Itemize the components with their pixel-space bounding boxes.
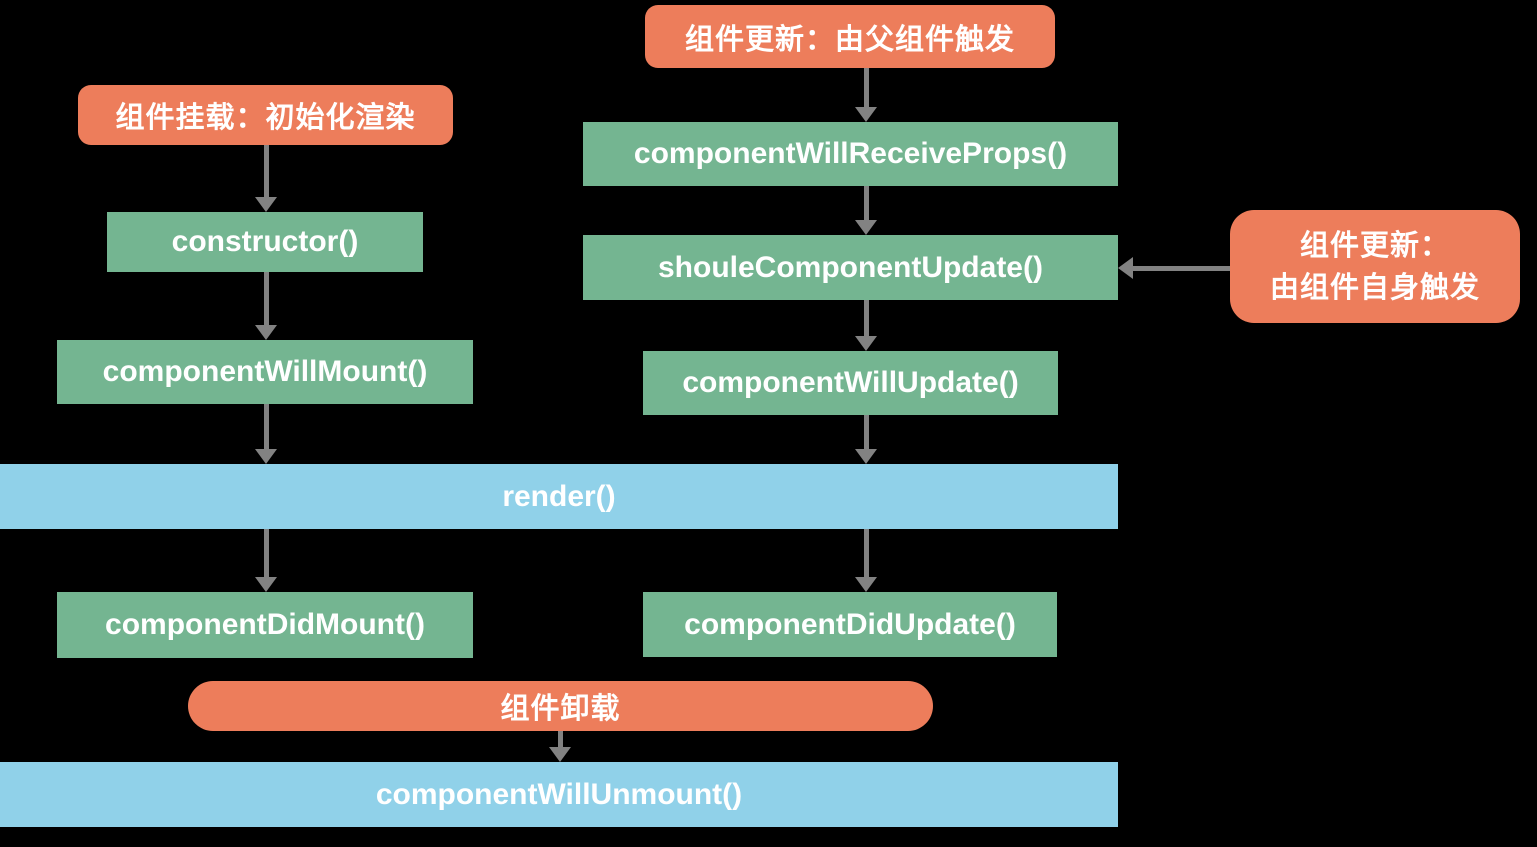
arrow-shaft xyxy=(863,529,869,577)
arrow-shaft xyxy=(263,404,269,449)
arrow-down-icon xyxy=(255,449,277,464)
arrow-down-icon xyxy=(255,577,277,592)
arrow-down-icon xyxy=(255,197,277,212)
arrow-shaft xyxy=(263,145,269,197)
arrow-mount-to-constructor xyxy=(255,145,277,212)
arrow-will-update-to-render xyxy=(855,415,877,464)
arrow-down-icon xyxy=(255,325,277,340)
arrow-update-parent-to-will-receive xyxy=(855,68,877,122)
update-by-self-label-line1: 组件更新： xyxy=(1299,229,1450,262)
arrow-down-icon xyxy=(855,577,877,592)
arrow-down-icon xyxy=(855,336,877,351)
arrow-down-icon xyxy=(855,220,877,235)
arrow-will-mount-to-render xyxy=(255,404,277,464)
arrow-will-receive-to-should-update xyxy=(855,186,877,235)
arrow-down-icon xyxy=(855,107,877,122)
component-did-update-node: componentDidUpdate() xyxy=(643,592,1057,657)
arrow-shaft xyxy=(557,731,563,747)
arrow-render-to-did-mount xyxy=(255,529,277,592)
update-by-self-label: 组件更新： 由组件自身触发 xyxy=(1230,210,1520,323)
arrow-shaft xyxy=(863,68,869,107)
unmount-phase-label: 组件卸载 xyxy=(188,681,933,731)
component-will-mount-node: componentWillMount() xyxy=(57,340,473,404)
arrow-update-self-to-should-update xyxy=(1118,257,1230,279)
component-will-unmount-node: componentWillUnmount() xyxy=(0,762,1118,827)
arrow-left-icon xyxy=(1118,257,1133,279)
arrow-shaft xyxy=(863,186,869,220)
arrow-constructor-to-will-mount xyxy=(255,272,277,340)
render-node: render() xyxy=(0,464,1118,529)
component-will-update-node: componentWillUpdate() xyxy=(643,351,1058,415)
arrow-shaft xyxy=(1133,265,1230,271)
arrow-shaft xyxy=(863,300,869,336)
arrow-should-update-to-will-update xyxy=(855,300,877,351)
update-by-parent-label: 组件更新：由父组件触发 xyxy=(645,5,1055,68)
arrow-shaft xyxy=(263,272,269,325)
constructor-node: constructor() xyxy=(107,212,423,272)
component-did-mount-node: componentDidMount() xyxy=(57,592,473,658)
arrow-shaft xyxy=(263,529,269,577)
arrow-shaft xyxy=(863,415,869,449)
mount-phase-label: 组件挂载：初始化渲染 xyxy=(78,85,453,145)
component-will-receive-props-node: componentWillReceiveProps() xyxy=(583,122,1118,186)
shoule-component-update-node: shouleComponentUpdate() xyxy=(583,235,1118,300)
arrow-render-to-did-update xyxy=(855,529,877,592)
arrow-down-icon xyxy=(855,449,877,464)
update-by-self-label-line2: 由组件自身触发 xyxy=(1269,271,1480,304)
arrow-down-icon xyxy=(549,747,571,762)
arrow-unmount-to-will-unmount xyxy=(549,731,571,762)
